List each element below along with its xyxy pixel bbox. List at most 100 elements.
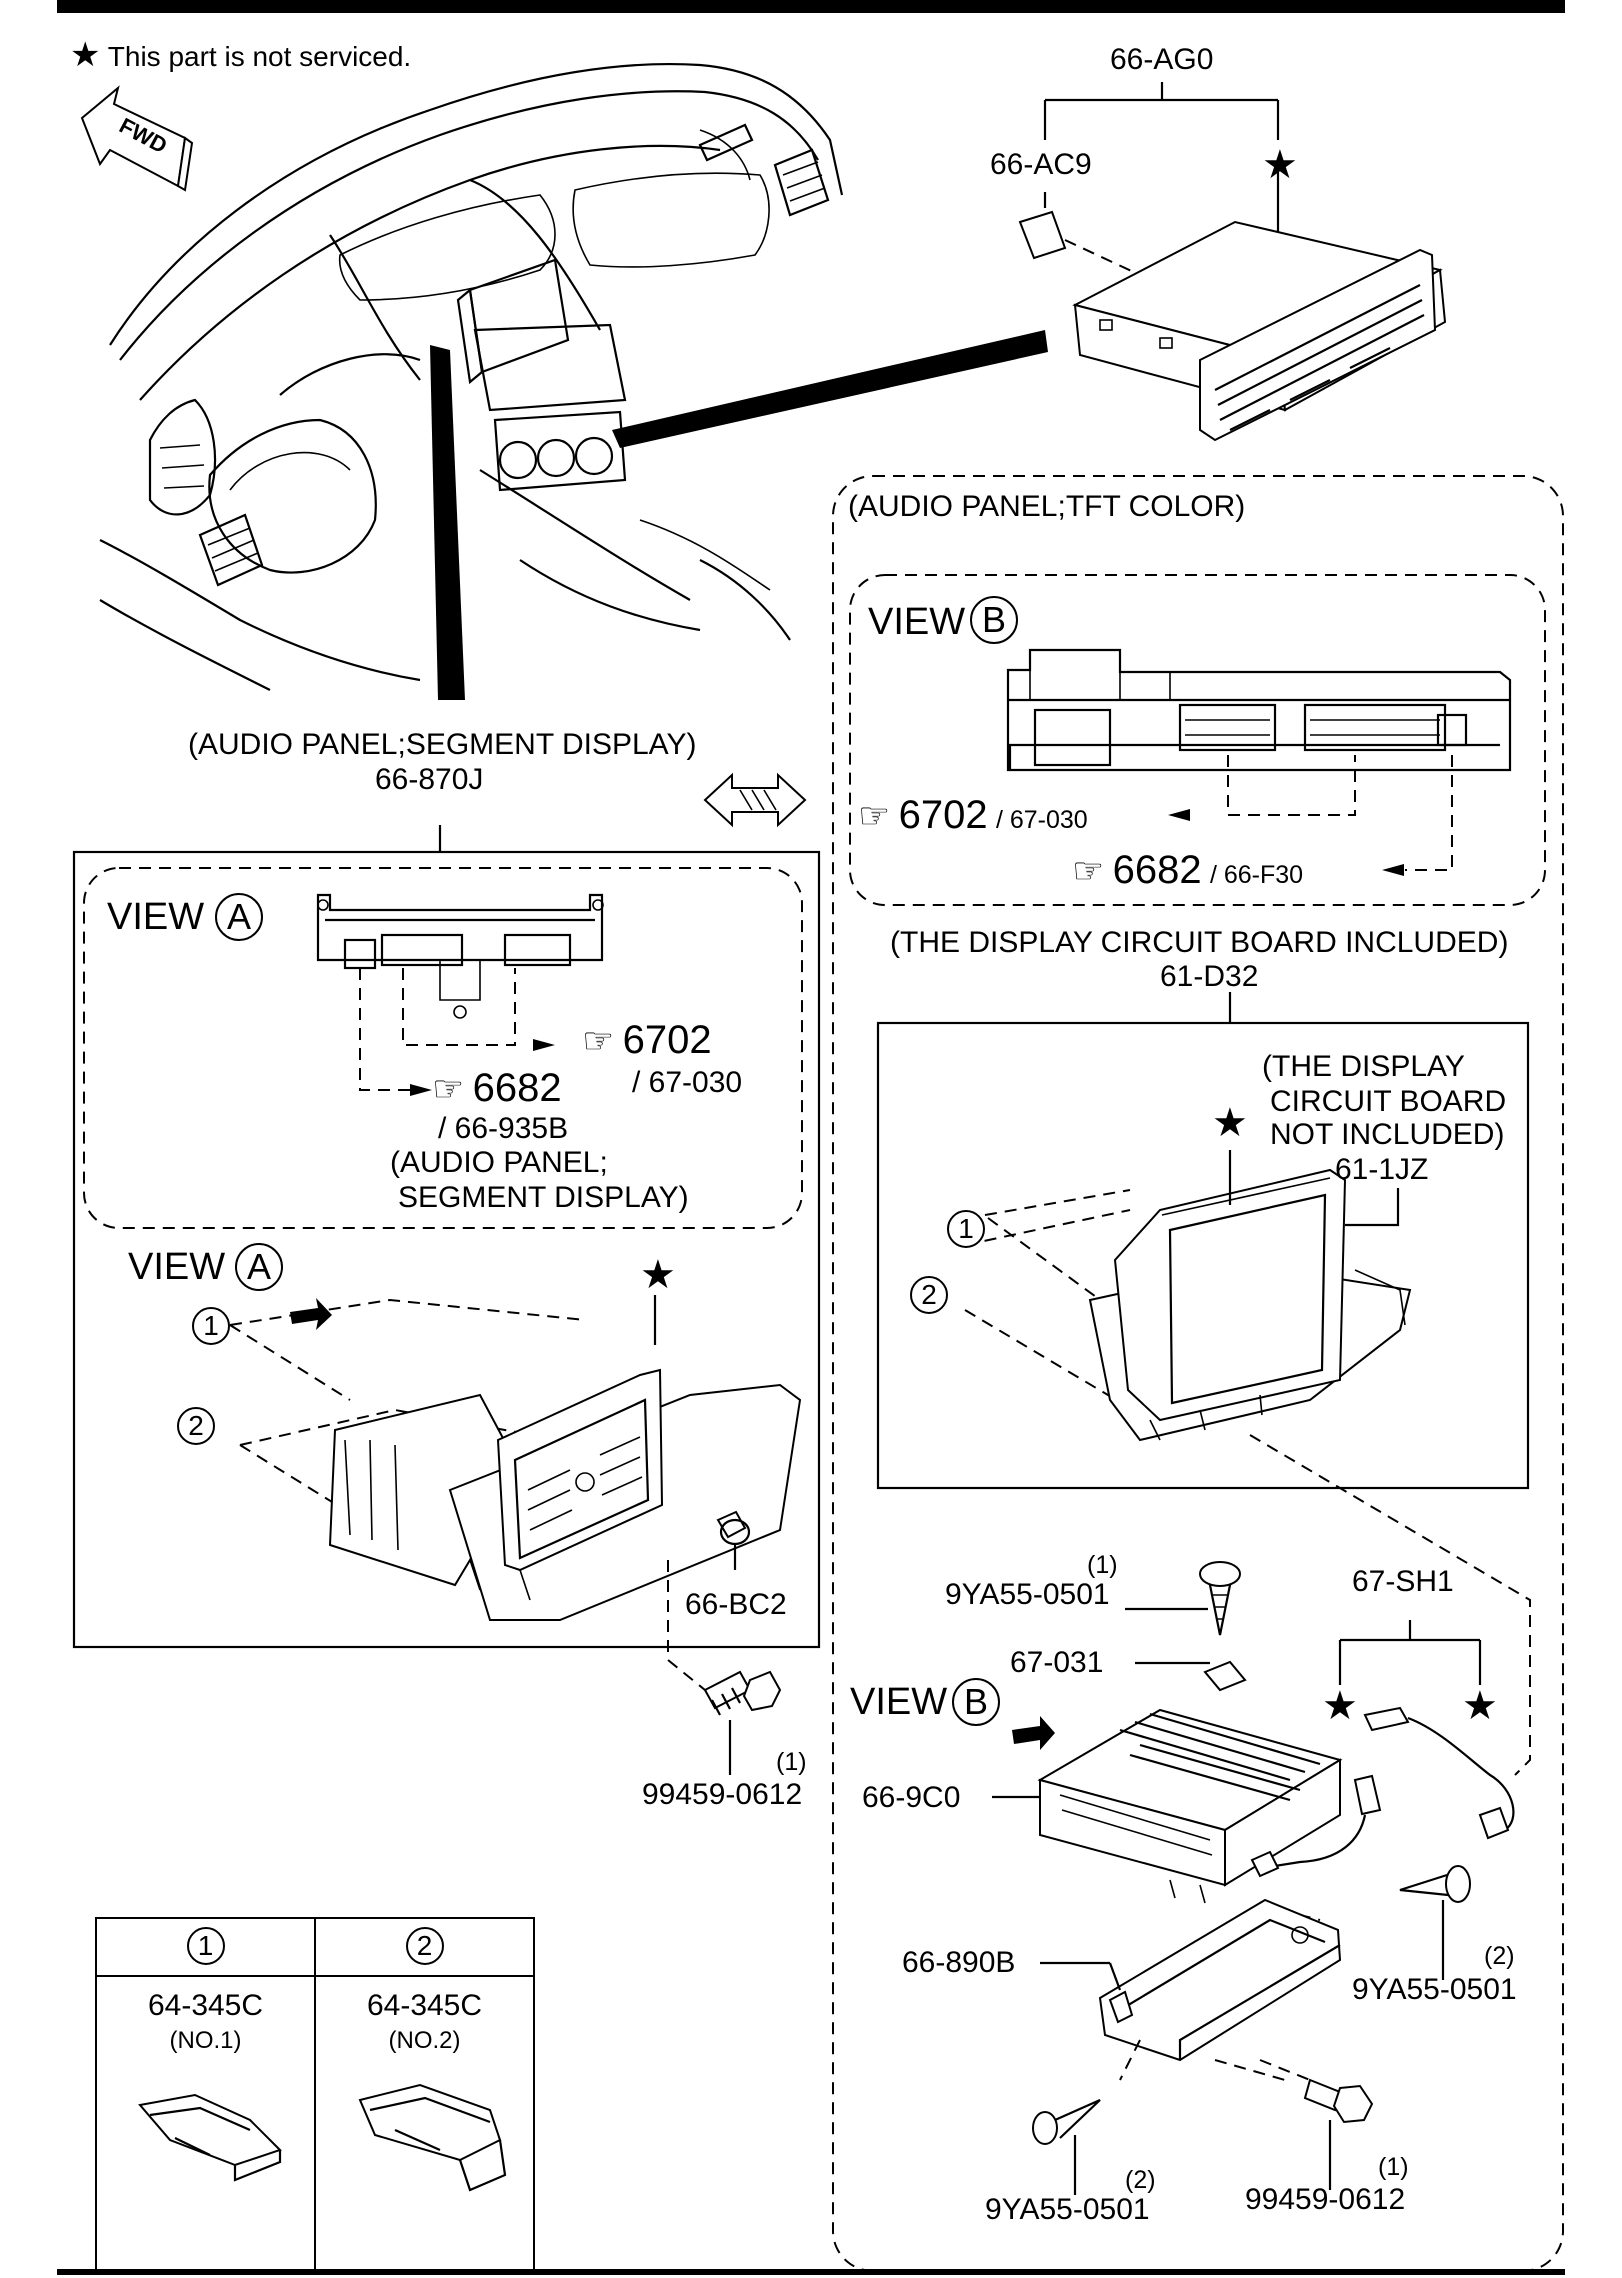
- ref-b-6702: ☞ 6702 / 67-030: [858, 795, 1088, 835]
- view-a-label: VIEW: [107, 898, 204, 936]
- segment-panel-caption: (AUDIO PANEL;SEGMENT DISPLAY): [188, 728, 697, 761]
- star-icon: ★: [1262, 143, 1298, 187]
- star-icon: ★: [1462, 1684, 1498, 1728]
- screw-right-illustration: [1399, 1865, 1471, 1903]
- legend-circle-1: 1: [186, 1927, 225, 1965]
- amp-unit-illustration: [1012, 1708, 1343, 1904]
- star-icon: ★: [70, 36, 101, 74]
- label-bolt-left: 99459-0612: [642, 1778, 803, 1811]
- view-a-circle-lower: A: [235, 1243, 283, 1291]
- arrow-a-6682: [410, 1084, 432, 1096]
- view-b-label: VIEW: [868, 603, 965, 641]
- leader-61-1jz: [1345, 1188, 1400, 1227]
- legend-circle-2: 2: [405, 1927, 444, 1965]
- bracket-66-ag0: [1043, 82, 1280, 140]
- view-a-word: VIEW: [107, 896, 205, 938]
- tft-panel-caption: (AUDIO PANEL;TFT COLOR): [848, 490, 1246, 523]
- pad-illustration: [1203, 1660, 1247, 1692]
- view-a-boundary: [83, 867, 803, 1229]
- label-61-d32: 61-D32: [1160, 960, 1259, 993]
- bolt-bottom-qty: (1): [1378, 2153, 1409, 2181]
- star-icon: ★: [640, 1253, 676, 1297]
- screw-top-qty: (1): [1087, 1551, 1118, 1579]
- label-66-ag0: 66-AG0: [1110, 43, 1214, 76]
- label-61-1jz: 61-1JZ: [1335, 1153, 1429, 1186]
- screw-bottom-illustration: [1032, 2098, 1101, 2145]
- tft-display-illustration: [964, 1168, 1412, 1442]
- screw-top-illustration: [1199, 1561, 1241, 1636]
- star-icon: ★: [1322, 1684, 1358, 1728]
- top-rule: [57, 0, 1565, 13]
- double-arrow-icon: [703, 772, 807, 828]
- dash-bolt-bottom: [1259, 2059, 1311, 2081]
- star-icon: ★: [1212, 1101, 1248, 1145]
- legend-cell-2-body: 64-345C (NO.2): [314, 1975, 535, 2272]
- ref-a-6682-code: / 66-935B: [438, 1112, 569, 1145]
- bolt-bottom-illustration: [1303, 2078, 1374, 2124]
- bottom-rule: [57, 2269, 1565, 2275]
- dash-bracket-bottom: [1214, 2059, 1286, 2081]
- arrow-b-6702: [1168, 809, 1190, 821]
- ref-a-6702: ☞ 6702: [582, 1020, 712, 1060]
- screw-bottom-qty: (2): [1125, 2166, 1156, 2194]
- ref-b-6702-num: 6702: [898, 793, 988, 837]
- legend-sub-2: (NO.2): [388, 2027, 461, 2054]
- note-text: This part is not serviced.: [107, 41, 412, 72]
- ref-b-6702-code: / 67-030: [995, 806, 1088, 834]
- view-b-word-amp: VIEW: [850, 1681, 948, 1723]
- not-serviced-note: ★ This part is not serviced.: [70, 38, 411, 72]
- dash-display-harness: [1249, 1434, 1531, 1776]
- label-bolt-bottom: 99459-0612: [1245, 2183, 1406, 2216]
- arrow-a-6702: [533, 1039, 555, 1051]
- ref-a-6682-note-l2: SEGMENT DISPLAY): [398, 1181, 689, 1214]
- view-a-label-lower: VIEW: [128, 1248, 225, 1286]
- view-a-word-lower: VIEW: [128, 1246, 226, 1288]
- label-66-bc2: 66-BC2: [685, 1588, 787, 1621]
- view-b-label-amp: VIEW: [850, 1683, 947, 1721]
- legend-sub-1: (NO.1): [169, 2027, 242, 2054]
- dash-b-6682: [1405, 755, 1453, 871]
- dash-a-6702: [402, 968, 516, 1046]
- arrow-b-6682: [1382, 864, 1404, 876]
- ref-a-6702-num: 6702: [622, 1018, 712, 1062]
- clip-legend-table: 1 2 64-345C (NO.1) 64-345C (NO.2): [95, 1917, 535, 2272]
- pointing-hand-icon: ☞: [582, 1020, 615, 1061]
- harness-illustration: [1250, 1706, 1515, 1878]
- legend-cell-1-head: 1: [95, 1917, 316, 1977]
- legend-cell-1-body: 64-345C (NO.1): [95, 1975, 316, 2272]
- view-b-circle-amp: B: [952, 1678, 1000, 1726]
- view-b-boundary: [849, 574, 1546, 906]
- leader-wedge-left: [430, 345, 465, 700]
- legend-part-2: 64-345C: [366, 1989, 483, 2022]
- dash-a-6682: [359, 968, 410, 1091]
- not-included-l1: (THE DISPLAY: [1262, 1050, 1465, 1083]
- label-66-870j: 66-870J: [375, 763, 484, 796]
- included-caption: (THE DISPLAY CIRCUIT BOARD INCLUDED): [890, 926, 1509, 959]
- label-screw-bottom: 9YA55-0501: [985, 2193, 1150, 2226]
- label-screw-top: 9YA55-0501: [945, 1578, 1110, 1611]
- segment-panel-box: [72, 850, 821, 1649]
- circle-1-display: 1: [947, 1210, 985, 1248]
- ref-b-6682-code: / 66-F30: [1209, 861, 1304, 889]
- label-67-sh1: 67-SH1: [1352, 1565, 1454, 1598]
- legend-cell-2-head: 2: [314, 1917, 535, 1977]
- bolt-left-illustration: [703, 1670, 782, 1716]
- tft-panel-boundary: [832, 475, 1564, 2272]
- view-a-board-illustration: [316, 893, 604, 1019]
- label-67-031: 67-031: [1010, 1646, 1104, 1679]
- bracket-67-sh1: [1338, 1620, 1482, 1685]
- label-66-890b: 66-890B: [902, 1946, 1016, 1979]
- pointing-hand-icon: ☞: [432, 1068, 465, 1109]
- leader-66-890b-b: [1108, 1962, 1122, 1991]
- pointing-hand-icon: ☞: [1072, 850, 1105, 891]
- head-unit-illustration: [1018, 210, 1447, 442]
- fwd-arrow-icon: [80, 85, 194, 192]
- ref-a-6682-note-l1: (AUDIO PANEL;: [390, 1146, 608, 1179]
- label-66-9c0: 66-9C0: [862, 1781, 961, 1814]
- not-included-l3: NOT INCLUDED): [1270, 1118, 1505, 1151]
- screw-right-qty: (2): [1484, 1942, 1515, 1970]
- ref-a-6682-num: 6682: [472, 1066, 562, 1110]
- view-b-board-illustration: [1006, 648, 1512, 772]
- ref-b-6682-num: 6682: [1112, 848, 1202, 892]
- dashboard-illustration: [99, 62, 844, 691]
